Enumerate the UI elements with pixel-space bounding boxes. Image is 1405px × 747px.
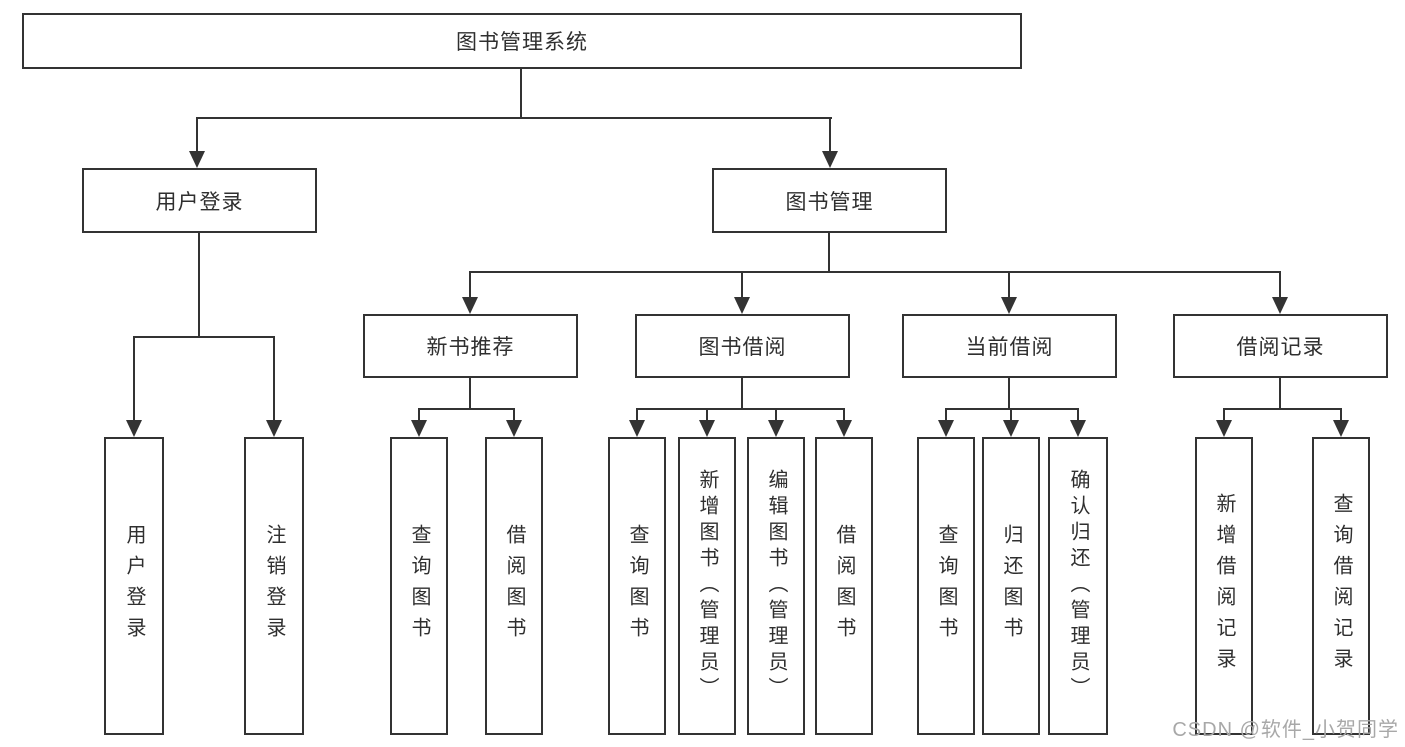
edge-user-login-rail bbox=[133, 336, 275, 338]
arrowhead-borrow-records bbox=[1272, 297, 1288, 314]
node-book-mgmt-label: 图书管理 bbox=[785, 190, 874, 214]
edge-new-book-rec-stem bbox=[469, 378, 471, 408]
edge-drop-nb-borrow bbox=[513, 408, 515, 422]
edge-drop-current-borrow bbox=[1008, 271, 1010, 299]
node-book-borrow-label: 图书借阅 bbox=[698, 336, 787, 359]
leaf-rec-query: 查询借阅记录 bbox=[1312, 437, 1370, 735]
edge-drop-bb-edit bbox=[775, 408, 777, 422]
edge-new-book-rec-rail bbox=[418, 408, 515, 410]
leaf-bb-add-label: 新增图书（管理员） bbox=[696, 469, 718, 703]
leaf-cur-confirm: 确认归还（管理员） bbox=[1048, 437, 1108, 735]
edge-drop-bb-add bbox=[706, 408, 708, 422]
leaf-user-login-label: 用户登录 bbox=[123, 524, 145, 648]
edge-root-rail bbox=[196, 117, 832, 119]
arrowhead-current-borrow bbox=[1001, 297, 1017, 314]
arrowhead-leaf-user-login bbox=[126, 420, 142, 437]
leaf-nb-borrow: 借阅图书 bbox=[485, 437, 543, 735]
edge-book-mgmt-stem bbox=[828, 233, 830, 271]
arrowhead-user-login bbox=[189, 151, 205, 168]
node-borrow-records: 借阅记录 bbox=[1173, 314, 1388, 378]
arrowhead-leaf-logout bbox=[266, 420, 282, 437]
edge-borrow-records-rail bbox=[1223, 408, 1342, 410]
leaf-rec-query-label: 查询借阅记录 bbox=[1330, 493, 1352, 679]
edge-drop-bb-query bbox=[636, 408, 638, 422]
node-user-login: 用户登录 bbox=[82, 168, 317, 233]
arrowhead-book-borrow bbox=[734, 297, 750, 314]
leaf-user-login: 用户登录 bbox=[104, 437, 164, 735]
leaf-logout: 注销登录 bbox=[244, 437, 304, 735]
leaf-rec-add: 新增借阅记录 bbox=[1195, 437, 1253, 735]
edge-drop-borrow-records bbox=[1279, 271, 1281, 299]
edge-user-login-stem bbox=[198, 233, 200, 336]
node-current-borrow: 当前借阅 bbox=[902, 314, 1117, 378]
arrowhead-cur-query bbox=[938, 420, 954, 437]
leaf-rec-add-label: 新增借阅记录 bbox=[1213, 493, 1235, 679]
arrowhead-cur-confirm bbox=[1070, 420, 1086, 437]
leaf-cur-return: 归还图书 bbox=[982, 437, 1040, 735]
arrowhead-bb-borrow bbox=[836, 420, 852, 437]
leaf-nb-query-label: 查询图书 bbox=[408, 524, 430, 648]
arrowhead-rec-add bbox=[1216, 420, 1232, 437]
edge-book-borrow-rail bbox=[636, 408, 845, 410]
edge-current-borrow-rail bbox=[945, 408, 1079, 410]
node-current-borrow-label: 当前借阅 bbox=[965, 336, 1054, 359]
edge-borrow-records-stem bbox=[1279, 378, 1281, 408]
leaf-nb-borrow-label: 借阅图书 bbox=[503, 524, 525, 648]
node-root: 图书管理系统 bbox=[22, 13, 1022, 69]
leaf-cur-return-label: 归还图书 bbox=[1000, 524, 1022, 648]
arrowhead-nb-query bbox=[411, 420, 427, 437]
arrowhead-bb-query bbox=[629, 420, 645, 437]
edge-drop-cur-confirm bbox=[1077, 408, 1079, 422]
leaf-bb-borrow: 借阅图书 bbox=[815, 437, 873, 735]
arrowhead-rec-query bbox=[1333, 420, 1349, 437]
arrowhead-cur-return bbox=[1003, 420, 1019, 437]
leaf-bb-add: 新增图书（管理员） bbox=[678, 437, 736, 735]
node-book-borrow: 图书借阅 bbox=[635, 314, 850, 378]
leaf-bb-query-label: 查询图书 bbox=[626, 524, 648, 648]
node-book-mgmt: 图书管理 bbox=[712, 168, 947, 233]
node-new-book-rec: 新书推荐 bbox=[363, 314, 578, 378]
edge-drop-leaf-logout bbox=[273, 336, 275, 422]
edge-book-mgmt-rail bbox=[469, 271, 1281, 273]
leaf-cur-query-label: 查询图书 bbox=[935, 524, 957, 648]
node-new-book-rec-label: 新书推荐 bbox=[426, 336, 515, 359]
arrowhead-book-mgmt bbox=[822, 151, 838, 168]
edge-drop-rec-add bbox=[1223, 408, 1225, 422]
edge-book-borrow-stem bbox=[741, 378, 743, 408]
edge-drop-bb-borrow bbox=[843, 408, 845, 422]
edge-drop-nb-query bbox=[418, 408, 420, 422]
leaf-bb-edit-label: 编辑图书（管理员） bbox=[765, 469, 787, 703]
csdn-watermark: CSDN @软件_小贺同学 bbox=[1172, 719, 1399, 741]
node-user-login-label: 用户登录 bbox=[155, 190, 244, 214]
edge-root-stem bbox=[520, 69, 522, 117]
leaf-bb-query: 查询图书 bbox=[608, 437, 666, 735]
leaf-bb-borrow-label: 借阅图书 bbox=[833, 524, 855, 648]
leaf-logout-label: 注销登录 bbox=[263, 524, 285, 648]
arrowhead-bb-edit bbox=[768, 420, 784, 437]
leaf-cur-query: 查询图书 bbox=[917, 437, 975, 735]
arrowhead-new-book-rec bbox=[462, 297, 478, 314]
node-borrow-records-label: 借阅记录 bbox=[1236, 336, 1325, 359]
edge-root-drop-user-login bbox=[196, 117, 198, 154]
edge-drop-rec-query bbox=[1340, 408, 1342, 422]
leaf-bb-edit: 编辑图书（管理员） bbox=[747, 437, 805, 735]
arrowhead-nb-borrow bbox=[506, 420, 522, 437]
edge-drop-leaf-user-login bbox=[133, 336, 135, 422]
leaf-cur-confirm-label: 确认归还（管理员） bbox=[1067, 469, 1089, 703]
edge-drop-book-borrow bbox=[741, 271, 743, 299]
edge-drop-new-book-rec bbox=[469, 271, 471, 299]
arrowhead-bb-add bbox=[699, 420, 715, 437]
edge-root-drop-book-mgmt bbox=[829, 117, 831, 154]
edge-drop-cur-query bbox=[945, 408, 947, 422]
leaf-nb-query: 查询图书 bbox=[390, 437, 448, 735]
edge-drop-cur-return bbox=[1010, 408, 1012, 422]
edge-current-borrow-stem bbox=[1008, 378, 1010, 408]
node-root-label: 图书管理系统 bbox=[456, 31, 588, 54]
